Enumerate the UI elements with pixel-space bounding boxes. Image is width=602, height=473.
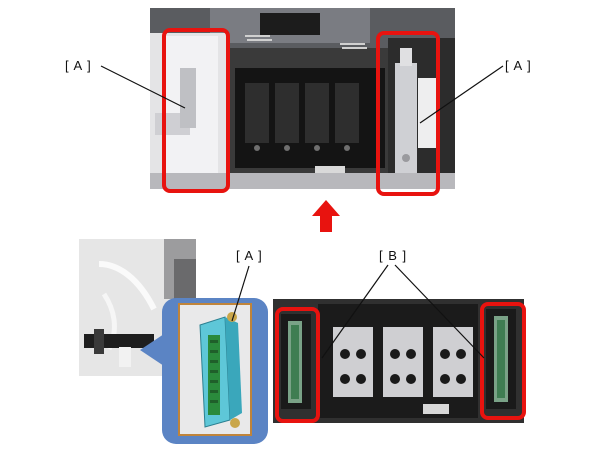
label-a-top-right: [ A ]: [505, 58, 532, 73]
connector-render-frame: [178, 303, 252, 436]
label-a-top-left: [ A ]: [65, 58, 92, 73]
highlight-b-left: [275, 307, 320, 423]
highlight-a-top-left: [162, 28, 230, 193]
red-up-arrow-icon: [312, 200, 340, 232]
label-b-bottom: [ B ]: [379, 248, 408, 263]
highlight-b-right: [480, 302, 526, 420]
label-a-bottom: [ A ]: [236, 248, 263, 263]
highlight-a-top-right: [376, 31, 440, 196]
connector-render-drawing: [199, 312, 242, 428]
